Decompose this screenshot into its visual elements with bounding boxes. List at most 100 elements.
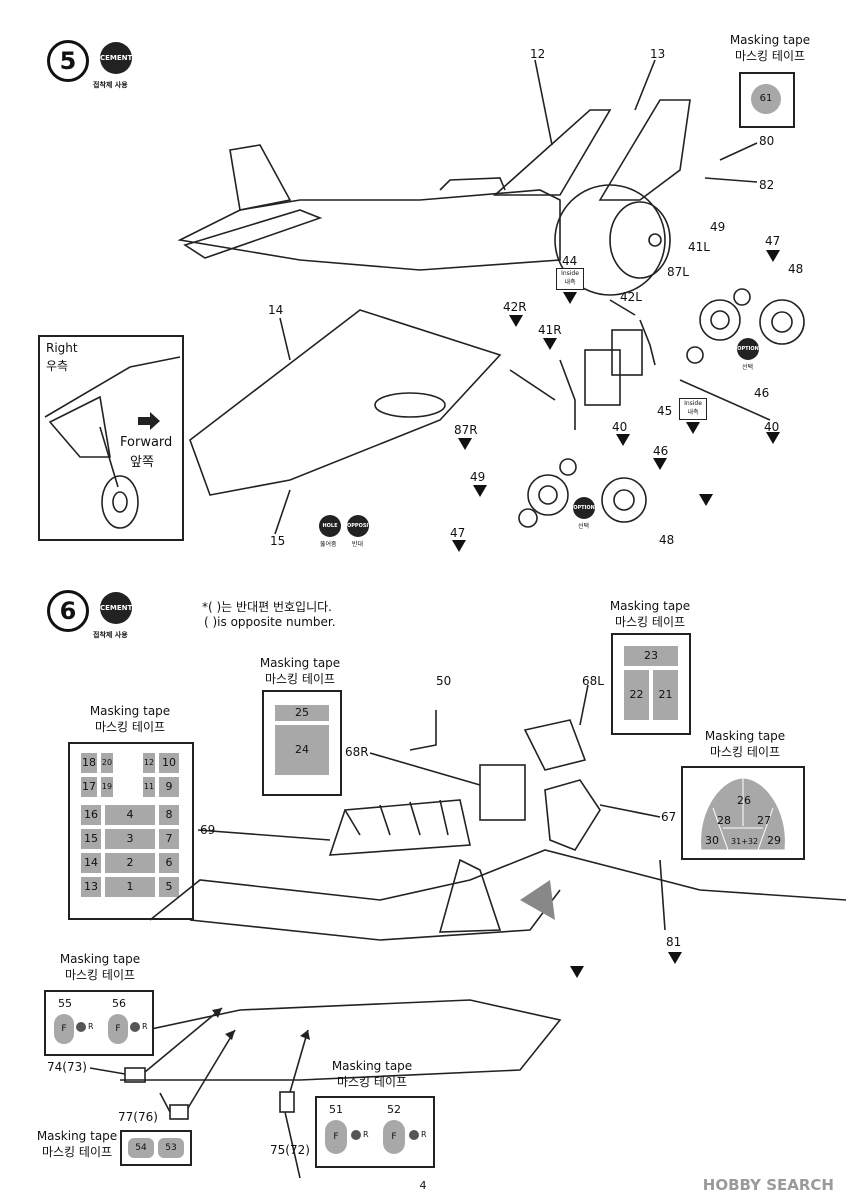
mask-part: 25 [274,704,330,722]
mask-part: 27 [757,814,771,827]
page-number: 4 [419,1179,427,1192]
part-label: 46 [754,386,770,400]
step-ref-triangle [473,485,487,497]
mask-part: 55 [58,997,72,1010]
mask-part: 22 [623,669,650,721]
option-badge: OPTION [737,338,759,360]
part-label: 49 [710,220,726,234]
light-dot [130,1022,140,1032]
canopy-assembly-drawing [89,684,846,1179]
step-6-number: 6 [47,590,89,632]
opposite-note-en: ( )is opposite number. [204,615,336,629]
masking-tape-panel: 61 [739,72,795,128]
mask-part: 5 [158,876,180,898]
part-label: 47 [765,234,781,248]
opposite-badge: OPPOSITE [347,515,375,537]
part-label: 87L [667,265,689,279]
part-label: 75(72) [270,1143,310,1157]
mask-part: 29 [767,834,781,847]
step-ref-triangle [616,434,630,446]
step-ref-triangle [653,458,667,470]
step-ref-triangle [766,432,780,444]
part-label: 40 [612,420,628,434]
mask-light-r: R [363,1130,369,1139]
mask-part: 18 [80,752,98,774]
part-label: 74(73) [47,1060,87,1074]
part-label: 82 [759,178,775,192]
mask-light: F [383,1120,405,1154]
mask-part: 14 [80,852,102,874]
part-label: 42L [620,290,642,304]
mask-light-r: R [421,1130,427,1139]
part-label: 49 [470,470,486,484]
mask-part: 9 [158,776,180,798]
step-ref-triangle [699,494,713,506]
option-badge: OPTION [573,497,595,519]
inset-right-ko: 우측 [46,359,69,373]
mask-part: 17 [80,776,98,798]
gear-detail-inset: Right 우측 Forward 앞쪽 [38,335,184,541]
mask-part: 11 [142,776,156,798]
mask-part: 30 [705,834,719,847]
mask-part: 1 [104,876,156,898]
mask-light-r: R [88,1022,94,1031]
mask-panel-23-22-21: 23 22 21 [611,633,691,735]
step-ref-triangle [509,315,523,327]
mask-light: F [108,1014,128,1044]
part-label: 69 [200,823,216,837]
mask-part: 56 [112,997,126,1010]
mask-part: 8 [158,804,180,826]
cement-caption: 접착제 사용 [93,631,128,639]
part-label: 87R [454,423,478,437]
mask-part: 15 [80,828,102,850]
mask-part: 21 [652,669,679,721]
step-ref-triangle [452,540,466,552]
part-label: 15 [270,534,286,548]
mask-part: 3 [104,828,156,850]
mask-panel-51-52: 51 F R 52 F R [315,1096,435,1168]
mask-part: 19 [100,776,114,798]
aircraft-fuselage-drawing [177,59,805,535]
step-ref-triangle [668,952,682,964]
cement-icon: CEMENT [100,592,132,624]
part-label: 47 [450,526,466,540]
part-label: 80 [759,134,775,148]
part-label: 50 [436,674,452,688]
mask-part: 26 [737,794,751,807]
option-caption: 선택 [578,523,590,530]
light-dot [351,1130,361,1140]
mask-part: 12 [142,752,156,774]
mask-part: 10 [158,752,180,774]
part-label: 45 [657,404,673,418]
mask-part: 24 [274,724,330,776]
step-ref-triangle [563,292,577,304]
part-label: 67 [661,810,677,824]
step-ref-triangle [686,422,700,434]
step-ref-triangle [458,438,472,450]
part-label: 40 [764,420,780,434]
part-label: 44 [562,254,578,268]
mask-panel-54-53: 54 53 [120,1130,192,1166]
part-label: 13 [650,47,666,61]
mask-part-61: 61 [751,84,781,114]
part-label: 68R [345,745,369,759]
part-label: 41R [538,323,562,337]
step-ref-triangle [766,250,780,262]
mask-part: 51 [329,1103,343,1116]
mask-panel-55-56: 55 F R 56 F R [44,990,154,1056]
light-dot [76,1022,86,1032]
mask-panel-25-24: 25 24 [262,690,342,796]
watermark: HOBBY SEARCH [702,1176,834,1194]
mask-part: 20 [100,752,114,774]
mask-part: 53 [158,1138,184,1158]
option-caption: 선택 [742,364,754,371]
mask-light-r: R [142,1022,148,1031]
